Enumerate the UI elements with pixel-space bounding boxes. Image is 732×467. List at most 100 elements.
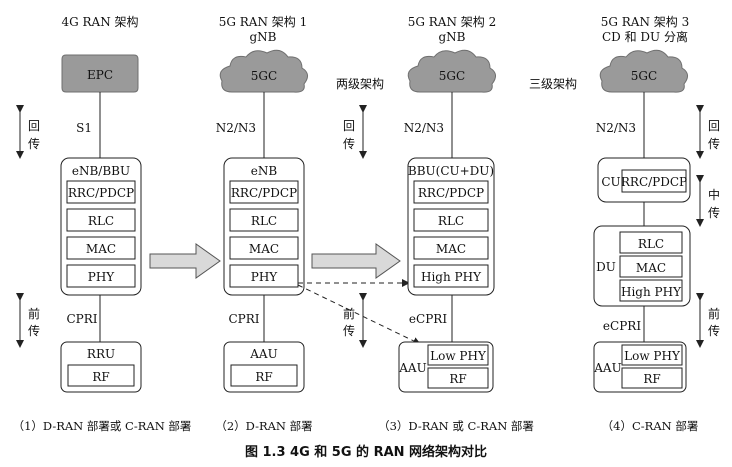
col1-layer-rlc-label: RLC	[88, 214, 114, 228]
col4-fronthaul-text-b: 传	[708, 323, 720, 338]
col4-du-label: DU	[596, 260, 616, 274]
col3-layer-rlc	[413, 208, 489, 232]
col3-iface-label: N2/N3	[404, 121, 444, 135]
col23-backhaul-text-b: 传	[343, 136, 355, 151]
col3-layer-high-phy	[413, 264, 489, 288]
col4-ru-label: AAU	[593, 361, 621, 375]
col1-caption: （1）D-RAN 部署或 C-RAN 部署	[13, 419, 192, 433]
col1-fronthaul-label: CPRI	[66, 312, 97, 326]
col2-subtitle: gNB	[250, 30, 277, 44]
col1-title: 4G RAN 架构	[61, 14, 138, 29]
col2-layer-phy-label: PHY	[251, 270, 279, 284]
col1-layer-mac	[66, 236, 136, 260]
col4-du-layer-rlc-label: RLC	[638, 237, 664, 251]
col3-layer-rrc	[413, 180, 489, 204]
col2-layer-rlc	[229, 208, 299, 232]
col3-layer-mac-label: MAC	[436, 242, 466, 256]
col1-layer-rlc	[66, 208, 136, 232]
col4-backhaul-text-a: 回	[708, 119, 720, 133]
col2-iface-label: N2/N3	[216, 121, 256, 135]
figure-caption: 图 1.3 4G 和 5G 的 RAN 网络架构对比	[245, 444, 487, 460]
col2-title: 5G RAN 架构 1	[219, 14, 308, 29]
col3-low-phy-box	[427, 344, 489, 366]
col3-caption: （3）D-RAN 或 C-RAN 部署	[378, 419, 534, 433]
epc-core-box	[61, 54, 139, 93]
col4-subtitle: CD 和 DU 分离	[602, 29, 688, 44]
col4-fronthaul-label: eCPRI	[603, 319, 641, 333]
col4-du-layer-mac-label: MAC	[636, 261, 666, 275]
col4-title: 5G RAN 架构 3	[601, 14, 690, 29]
col4-low-phy-label: Low PHY	[624, 349, 681, 363]
col4-rf-box	[621, 367, 683, 389]
two-level-label: 两级架构	[336, 76, 384, 91]
col1-layer-phy	[66, 264, 136, 288]
transition-arrow-1	[149, 243, 221, 279]
col3-ru-label: AAU	[398, 361, 426, 375]
col3-5gc-cloud	[407, 49, 496, 93]
col4-core-label: 5GC	[631, 69, 657, 83]
col1-node-label: eNB/BBU	[72, 164, 130, 178]
col1-layer-mac-label: MAC	[86, 242, 116, 256]
col4-cu-layer-rrc-label: RRC/PDCP	[621, 175, 687, 189]
col3-title: 5G RAN 架构 2	[408, 14, 497, 29]
col3-core-label: 5GC	[439, 69, 465, 83]
col2-layer-phy	[229, 264, 299, 288]
col1-ru-label: RRU	[87, 347, 115, 361]
col2-fronthaul-label: CPRI	[228, 312, 259, 326]
col2-layer-mac	[229, 236, 299, 260]
col3-node-label: BBU(CU+DU)	[408, 164, 494, 178]
col4-iface-label: N2/N3	[596, 121, 636, 135]
col2-5gc-cloud	[219, 49, 308, 93]
col2-rf-box	[230, 364, 298, 387]
col4-backhaul-text-b: 传	[708, 136, 720, 151]
col4-rf-label: RF	[643, 372, 660, 386]
col4-midhaul-text-a: 中	[708, 187, 720, 202]
col2-caption: （2）D-RAN 部署	[215, 419, 312, 433]
col3-rf-box	[427, 367, 489, 389]
col4-5gc-cloud	[599, 49, 688, 93]
col3-layer-rrc-label: RRC/PDCP	[418, 186, 484, 200]
col4-low-phy-box	[621, 344, 683, 366]
col2-layer-rrc	[229, 180, 299, 204]
col3-layer-rlc-label: RLC	[438, 214, 464, 228]
col4-du-layer-mac	[619, 255, 683, 278]
col1-core-label: EPC	[87, 68, 113, 82]
col23-fronthaul-text-a: 前	[343, 306, 355, 321]
col1-rf-box	[67, 364, 135, 387]
col4-cu-label: CU	[601, 175, 620, 189]
col23-backhaul-text-a: 回	[343, 119, 355, 133]
col1-backhaul-text-a: 回	[28, 119, 40, 133]
col1-iface-label: S1	[76, 121, 92, 135]
col23-fronthaul-text-b: 传	[343, 323, 355, 338]
col2-layer-rrc-label: RRC/PDCP	[231, 186, 297, 200]
phy-split-dashed-arrow-low	[297, 284, 421, 345]
col4-du-layer-high-phy	[619, 279, 683, 302]
col2-layer-mac-label: MAC	[249, 242, 279, 256]
transition-arrow-2	[311, 243, 401, 279]
col4-du-layer-rlc	[619, 231, 683, 254]
col2-node-label: eNB	[251, 164, 278, 178]
col2-ru-label: AAU	[249, 347, 277, 361]
col1-fronthaul-text-b: 传	[28, 323, 40, 338]
col3-low-phy-label: Low PHY	[430, 349, 487, 363]
col4-du-layer-high-phy-label: High PHY	[621, 285, 682, 299]
col1-rf-label: RF	[92, 370, 109, 384]
col4-fronthaul-text-a: 前	[708, 306, 720, 321]
col1-layer-rrc-label: RRC/PDCP	[68, 186, 134, 200]
col4-cu-layer-rrc	[621, 169, 687, 193]
col2-rf-label: RF	[255, 370, 272, 384]
col4-caption: （4）C-RAN 部署	[602, 419, 699, 433]
col4-midhaul-text-b: 传	[708, 205, 720, 220]
col2-layer-rlc-label: RLC	[251, 214, 277, 228]
col1-backhaul-text-b: 传	[28, 136, 40, 151]
col1-layer-rrc	[66, 180, 136, 204]
col3-subtitle: gNB	[439, 30, 466, 44]
col3-rf-label: RF	[449, 372, 466, 386]
col1-fronthaul-text-a: 前	[28, 306, 40, 321]
col3-layer-mac	[413, 236, 489, 260]
col3-fronthaul-label: eCPRI	[409, 312, 447, 326]
col1-layer-phy-label: PHY	[88, 270, 116, 284]
col2-core-label: 5GC	[251, 69, 277, 83]
three-level-label: 三级架构	[529, 76, 577, 91]
